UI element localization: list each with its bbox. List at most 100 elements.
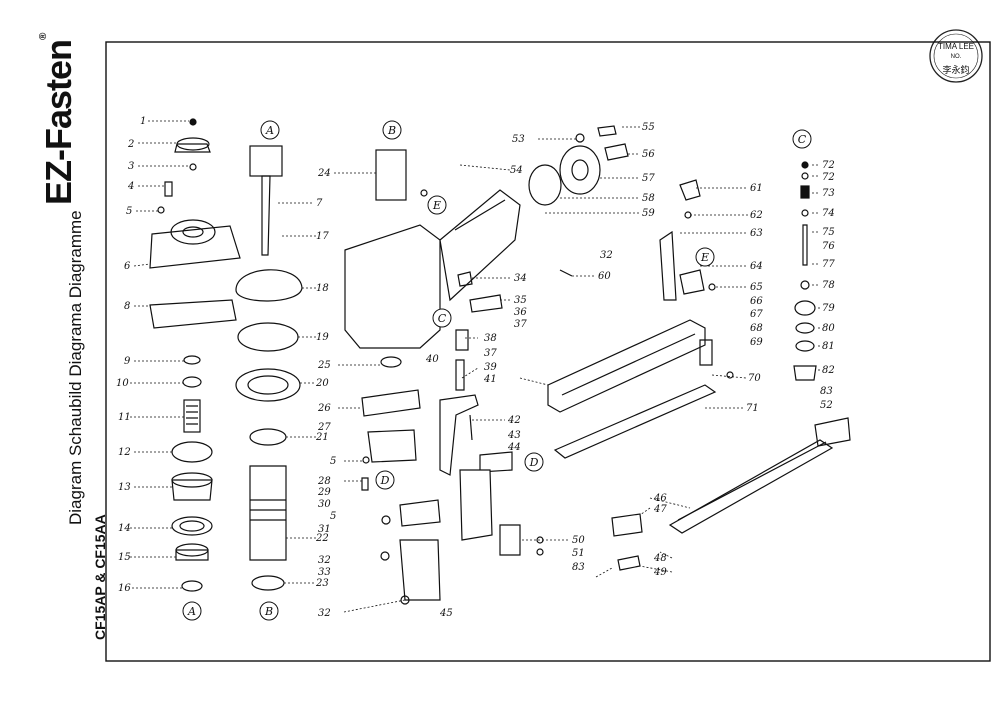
part-label: 57 [642, 173, 655, 184]
part-label: 49 [653, 567, 667, 578]
part-label: 74 [822, 208, 835, 219]
part-label: 81 [822, 341, 835, 352]
part-label: 2 [127, 139, 134, 150]
part-label: 19 [316, 332, 329, 343]
part-label: 4 [127, 181, 134, 192]
part-label: 46 [653, 493, 667, 504]
part-label: 83 [820, 386, 833, 397]
part-label: 64 [750, 261, 763, 272]
part-label: 83 [572, 562, 585, 573]
part-label: 65 [750, 282, 763, 293]
callout-circle-A-top [260, 120, 280, 140]
part-label: 24 [317, 168, 331, 179]
part-label: 5 [330, 456, 336, 467]
part-label: 50 [572, 535, 585, 546]
part-label: 72 [822, 160, 835, 171]
callout-circle-B-top [382, 120, 402, 140]
callout-B-top: B [387, 124, 396, 137]
piston-cylinder-assembly [235, 145, 303, 591]
callout-D-mid: D [380, 474, 390, 487]
part-label: 79 [822, 303, 835, 314]
part-label: 51 [572, 548, 585, 559]
part-label: 22 [315, 533, 329, 544]
part-label: 1 [140, 116, 146, 127]
part-label: 26 [317, 403, 331, 414]
part-label: 70 [748, 373, 761, 384]
part-label: 29 [317, 487, 331, 498]
part-label: 37 [484, 348, 497, 359]
part-label: 69 [750, 337, 763, 348]
part-label: 67 [750, 309, 763, 320]
part-label: 40 [425, 354, 439, 365]
part-label: 32 [318, 555, 331, 566]
callout-circle-E-mid [427, 195, 447, 215]
part-label: 31 [318, 524, 331, 535]
stamp-line-1: TIMA LEE [937, 42, 974, 51]
callout-C-right: C [798, 133, 807, 146]
trigger-valve-stack [793, 161, 817, 381]
callout-circle-B-bottom [259, 601, 279, 621]
callout-C-mid: C [438, 312, 447, 325]
callout-E-right: E [700, 251, 709, 264]
part-label: 41 [483, 374, 497, 385]
tool-body [344, 149, 521, 605]
part-label: 25 [317, 360, 331, 371]
part-label: 9 [124, 356, 131, 367]
part-label: 61 [750, 183, 763, 194]
part-label: 38 [484, 333, 497, 344]
part-label: 48 [653, 553, 667, 564]
part-label: 59 [642, 208, 655, 219]
part-label: 13 [118, 482, 131, 493]
part-label: 42 [507, 415, 521, 426]
part-label: 68 [750, 323, 763, 334]
part-label: 12 [118, 447, 131, 458]
part-label: 18 [316, 283, 329, 294]
part-label: 20 [315, 378, 329, 389]
part-label: 52 [820, 400, 833, 411]
part-label: 39 [484, 362, 497, 373]
part-label: 58 [642, 193, 655, 204]
part-label: 7 [316, 198, 323, 209]
part-label: 23 [315, 578, 329, 589]
part-label: 11 [118, 412, 131, 423]
part-label: 78 [822, 280, 835, 291]
part-label: 43 [507, 430, 521, 441]
part-label: 14 [118, 523, 131, 534]
part-label: 45 [439, 608, 453, 619]
leader-lines [130, 120, 822, 613]
magazine-assembly [547, 319, 851, 571]
part-label: 10 [116, 378, 129, 389]
part-label: 66 [750, 296, 763, 307]
part-label: 47 [653, 504, 667, 515]
part-label: 21 [315, 432, 329, 443]
callout-A-bottom: A [187, 605, 196, 618]
stamp-line-3: 李永鈞 [942, 66, 970, 76]
part-label: 56 [642, 149, 655, 160]
part-label: 5 [126, 206, 132, 217]
head-cap-assembly [149, 118, 241, 592]
callout-A-top: A [265, 124, 274, 137]
part-label: 16 [118, 583, 131, 594]
part-label: 33 [318, 567, 331, 578]
part-label: 32 [318, 608, 331, 619]
part-label: 55 [642, 122, 655, 133]
part-label: 8 [124, 301, 130, 312]
part-label: 80 [822, 323, 835, 334]
callout-E-mid: E [432, 199, 441, 212]
part-label: 27 [317, 422, 331, 433]
trigger-assembly [439, 271, 544, 556]
exhaust-assembly [528, 125, 734, 379]
part-label: 37 [514, 319, 527, 330]
part-label: 62 [750, 210, 763, 221]
part-label: 63 [750, 228, 763, 239]
part-label: 36 [514, 307, 527, 318]
part-label: 73 [822, 188, 835, 199]
part-label: 75 [822, 227, 835, 238]
part-label: 76 [822, 241, 835, 252]
callout-circle-D-right [524, 452, 544, 472]
part-label: 60 [598, 271, 611, 282]
part-label: 54 [510, 165, 523, 176]
part-label: 71 [746, 403, 759, 414]
